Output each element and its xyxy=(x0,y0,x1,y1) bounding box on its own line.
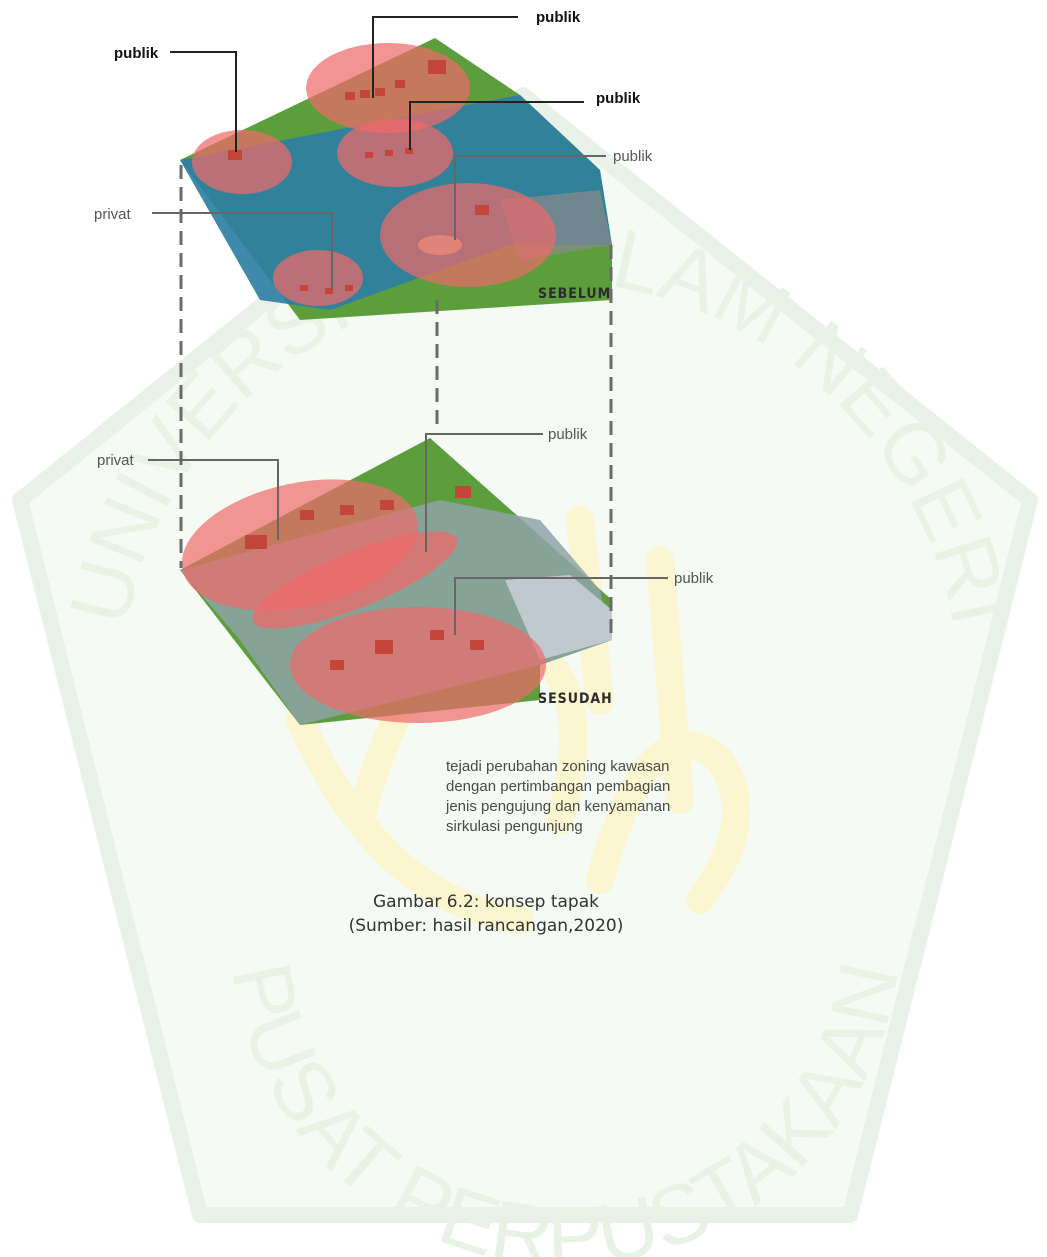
zone-before-publik-4 xyxy=(380,183,556,287)
after-buildings xyxy=(245,486,484,670)
before-buildings xyxy=(228,60,489,294)
zone-before-publik-3 xyxy=(192,130,292,194)
plan-after xyxy=(180,438,612,725)
zone-after-publik-2 xyxy=(290,607,546,723)
stage-label-after: SESUDAH xyxy=(538,691,613,707)
label-publik-bottom-top: publik xyxy=(548,426,588,443)
label-privat-top: privat xyxy=(94,206,132,223)
zone-after-publik-1 xyxy=(252,531,458,629)
before-water xyxy=(180,95,612,310)
figure-caption: Gambar 6.2: konsep tapak (Sumber: hasil … xyxy=(349,892,624,936)
before-plaza xyxy=(418,235,462,255)
label-publik-top-right: publik xyxy=(596,90,641,107)
note-line-1: tejadi perubahan zoning kawasan xyxy=(446,758,670,775)
caption-title: Gambar 6.2: konsep tapak xyxy=(373,892,599,912)
leaders-after xyxy=(148,433,668,635)
plan-before xyxy=(180,38,612,320)
stage-label-before: SEBELUM xyxy=(538,286,611,302)
label-publik-mid-right: publik xyxy=(613,148,653,165)
note-line-4: sirkulasi pengunjung xyxy=(446,818,583,835)
note-line-3: jenis pengujung dan kenyamanan xyxy=(445,798,670,815)
zoning-note: tejadi perubahan zoning kawasan dengan p… xyxy=(445,758,670,835)
leaders-before xyxy=(152,16,606,290)
zone-before-publik-2 xyxy=(337,119,453,187)
label-privat-bottom: privat xyxy=(97,452,135,469)
label-publik-top: publik xyxy=(536,9,581,26)
caption-source: (Sumber: hasil rancangan,2020) xyxy=(349,916,624,936)
projection-lines xyxy=(179,165,613,640)
zone-before-privat xyxy=(273,250,363,306)
label-publik-top-left: publik xyxy=(114,45,159,62)
note-line-2: dengan pertimbangan pembagian xyxy=(446,778,670,795)
label-publik-bottom-right: publik xyxy=(674,570,714,587)
